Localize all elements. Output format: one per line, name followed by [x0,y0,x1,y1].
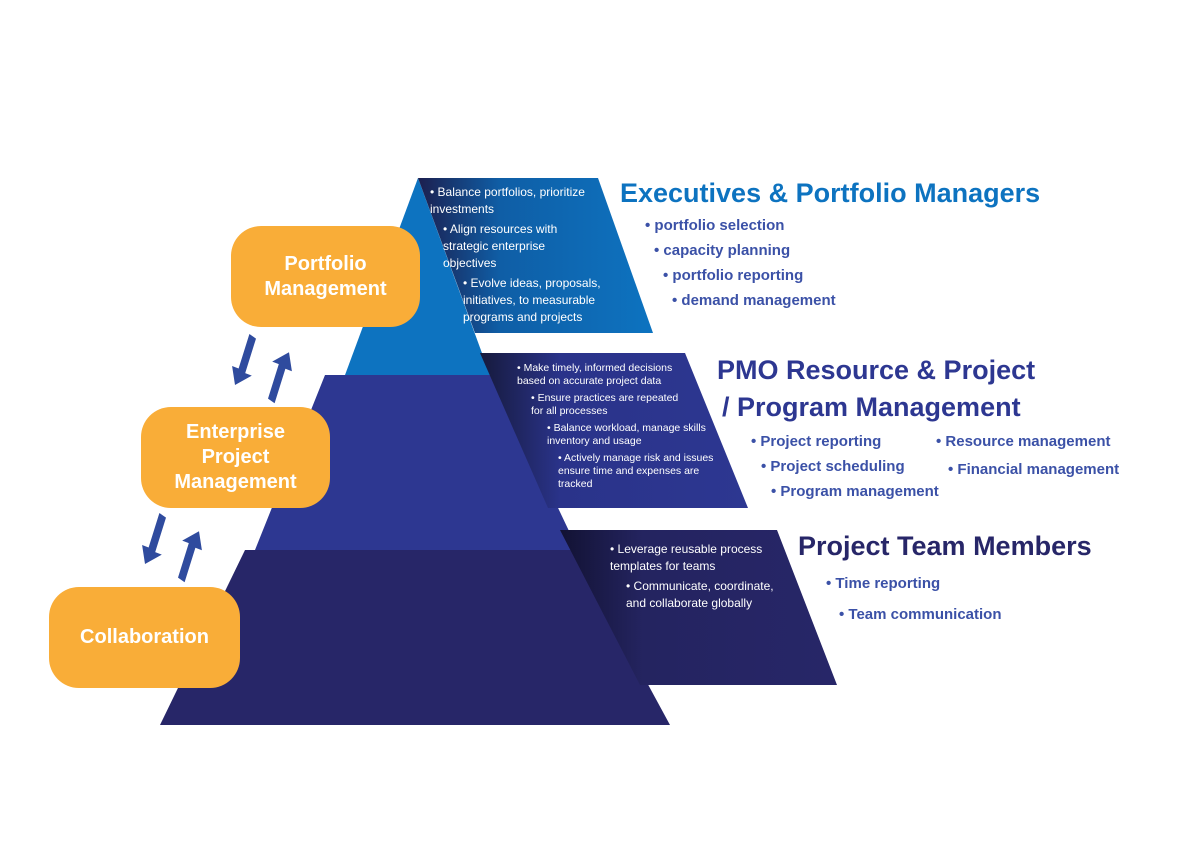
portfolio-management-line-2: Management [264,277,387,300]
enterprise-project-management-box: Enterprise Project Management [141,407,330,508]
arrow-down-icon [232,334,256,385]
arrow-pair-lower [142,513,202,583]
pmo-title-line-1: PMO Resource & Project [717,355,1036,385]
bottom-slab-bullets: • Leverage reusable process templates fo… [610,541,800,615]
feature-capacity-planning: • capacity planning [654,242,791,259]
middle-bullet-3: • Balance workload, manage skills invent… [547,422,706,447]
team-title: Project Team Members [798,531,1092,561]
enterprise-line-3: Management [174,471,297,493]
enterprise-line-2: Project [201,446,270,468]
pyramid-middle-tier [255,375,578,550]
top-slab [418,178,653,333]
feature-time-reporting: • Time reporting [826,575,941,592]
portfolio-management-line-1: Portfolio [284,252,367,275]
top-bullet-3: • Evolve ideas, proposals, initiatives, … [463,276,601,324]
feature-portfolio-selection: • portfolio selection [645,217,785,234]
middle-bullet-4: • Actively manage risk and issues ensure… [558,452,714,490]
feature-project-scheduling: • Project scheduling [761,458,905,475]
pyramid-bottom-tier [160,550,670,725]
enterprise-line-1: Enterprise [186,421,285,443]
bottom-bullet-1: • Leverage reusable process templates fo… [610,542,763,573]
feature-team-communication: • Team communication [839,606,1002,623]
middle-slab-bullets: • Make timely, informed decisions based … [517,362,737,495]
arrow-up-icon [178,531,202,583]
feature-portfolio-reporting: • portfolio reporting [663,267,804,284]
collaboration-box: Collaboration [49,587,240,688]
top-bullet-2: • Align resources with strategic enterpr… [443,222,558,270]
feature-demand-management: • demand management [672,292,836,309]
middle-bullet-1: • Make timely, informed decisions based … [517,362,673,387]
top-slab-bullets: • Balance portfolios, prioritize investm… [430,184,650,329]
feature-program-management: • Program management [771,483,939,500]
portfolio-management-box: Portfolio Management [231,226,420,327]
collaboration-label: Collaboration [80,626,209,648]
arrow-pair-upper [232,334,292,404]
top-bullet-1: • Balance portfolios, prioritize investm… [430,185,585,216]
bottom-bullet-2: • Communicate, coordinate, and collabora… [626,579,774,610]
executives-title: Executives & Portfolio Managers [620,178,1041,208]
arrow-down-icon [142,513,166,564]
arrow-up-icon [268,352,292,404]
feature-financial-management: • Financial management [948,461,1120,478]
middle-slab [480,353,748,508]
bottom-slab [560,530,837,685]
pmo-title-line-2: / Program Management [722,392,1021,422]
feature-project-reporting: • Project reporting [751,433,882,450]
middle-bullet-2: • Ensure practices are repeated for all … [531,392,679,417]
feature-resource-management: • Resource management [936,433,1111,450]
